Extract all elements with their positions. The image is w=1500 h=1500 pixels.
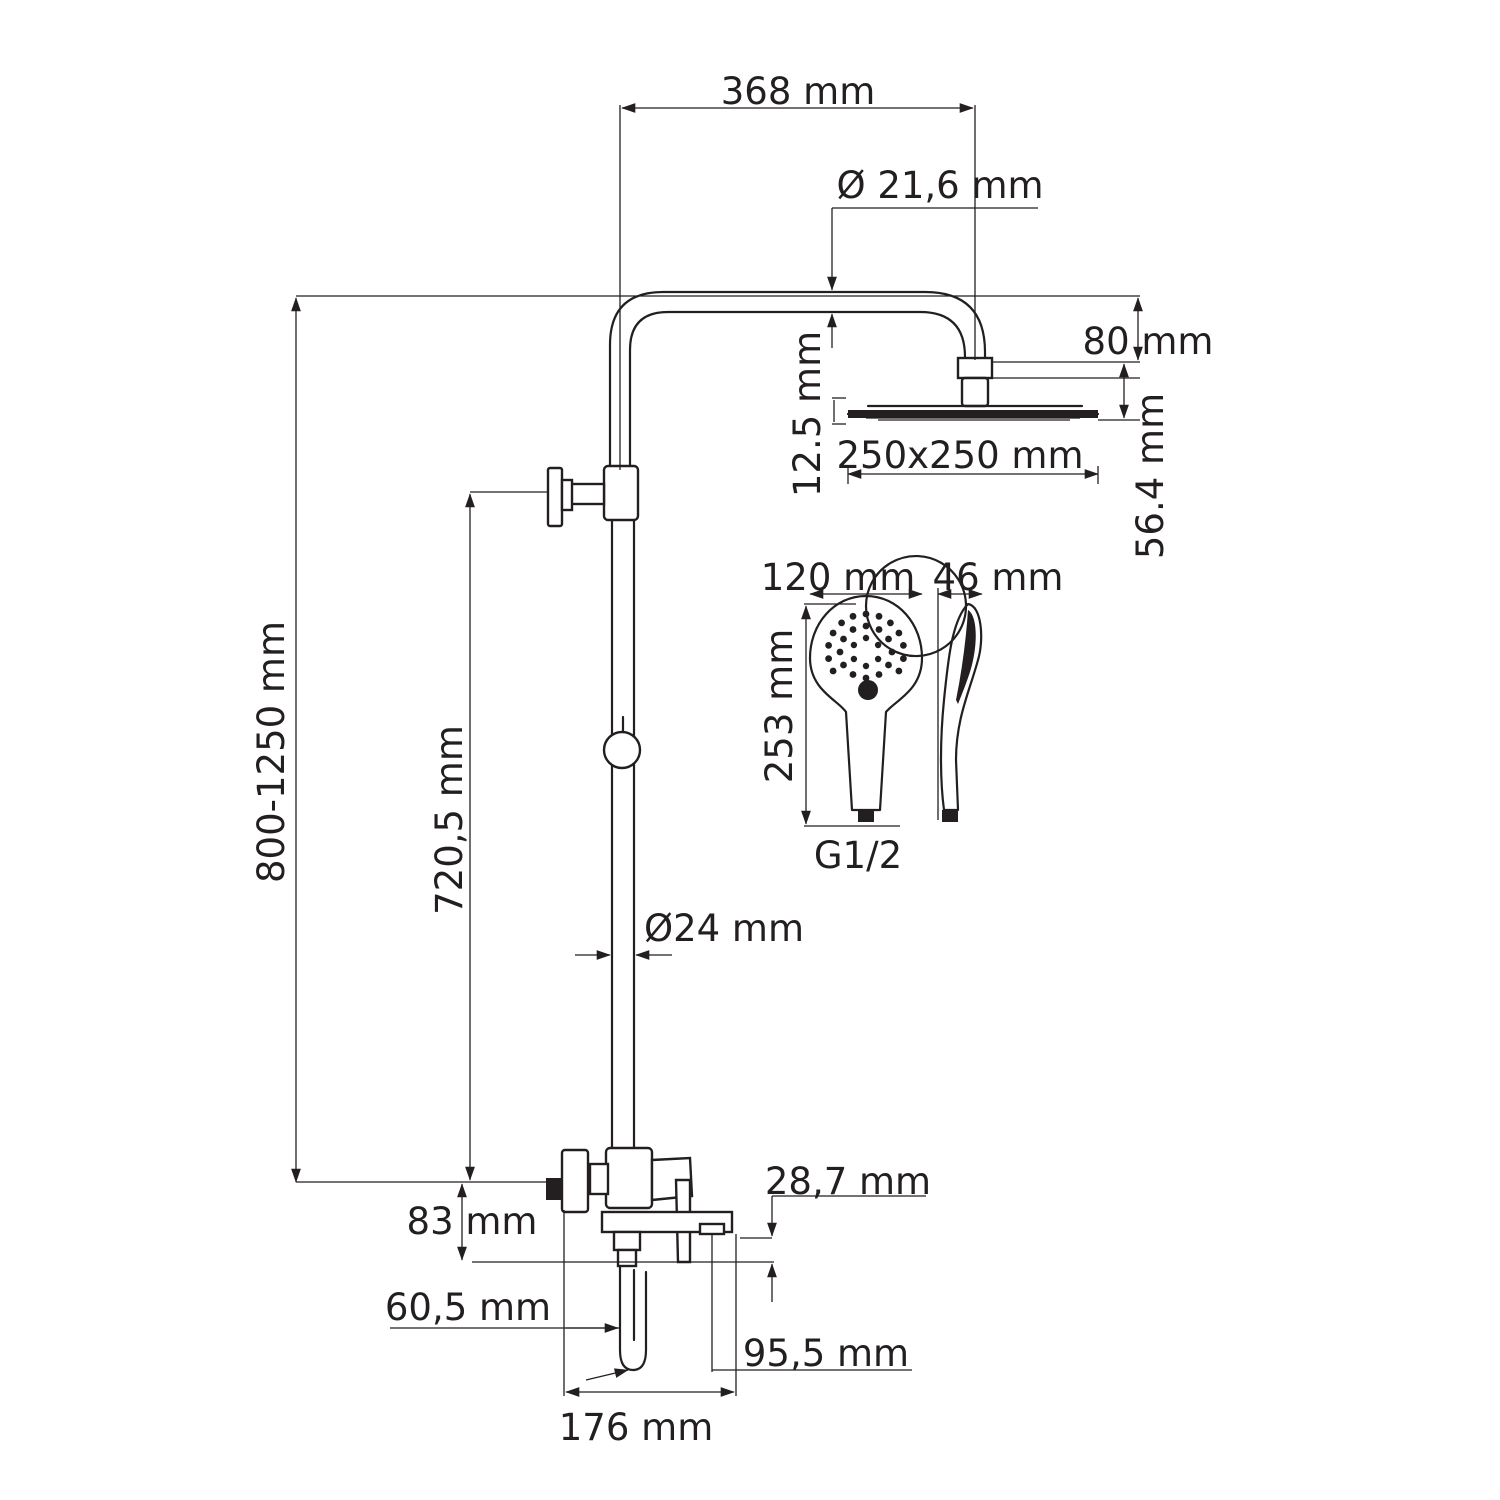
dim-head-connector: 80 mm (1083, 320, 1214, 363)
nozzle-dot (895, 667, 903, 675)
nozzle-dot (850, 655, 858, 663)
nozzle-dot (862, 662, 870, 670)
nozzle-dot (887, 619, 894, 627)
nozzle-dot (829, 629, 837, 637)
dim-head-size: 250x250 mm (837, 434, 1084, 477)
nozzle-dot (900, 655, 907, 662)
nozzle-dot (874, 641, 882, 649)
nozzle-dot (840, 661, 847, 669)
dimension-lines (291, 103, 1143, 1397)
dim-arm-diameter: Ø 21,6 mm (836, 164, 1043, 207)
nozzle-dot (840, 635, 847, 643)
rain-shower-head (846, 356, 1100, 421)
hand-shower-side (939, 602, 983, 822)
dim-column-diameter: Ø24 mm (644, 907, 804, 950)
nozzle-dot (862, 622, 870, 630)
hand-shower-front (808, 555, 968, 822)
nozzle-dot (850, 641, 858, 649)
thermostatic-mixer (546, 1146, 734, 1372)
hand-shower-nozzles (825, 610, 907, 682)
nozzle-dot (875, 671, 883, 678)
nozzle-dot (885, 635, 892, 643)
dim-hand-depth: 46 mm (933, 556, 1064, 599)
nozzle-dot (895, 629, 903, 637)
dim-hose-offset: 60,5 mm (385, 1286, 551, 1329)
dim-hand-width: 120 mm (761, 556, 915, 599)
shower-column (608, 290, 987, 1150)
dim-mixer-width: 176 mm (559, 1406, 713, 1449)
column-diverter (546, 464, 640, 528)
nozzle-dot (862, 610, 870, 618)
nozzle-dot (836, 648, 844, 656)
nozzle-dot (874, 655, 882, 663)
hand-shower-slider (602, 715, 642, 770)
nozzle-dot (849, 671, 857, 678)
nozzle-dot (838, 619, 845, 627)
nozzle-dot (900, 642, 907, 649)
dim-holder-height: 720,5 mm (428, 725, 471, 915)
dim-column-height: 800-1250 mm (250, 621, 293, 883)
nozzle-dot (885, 661, 892, 669)
dim-arm-length: 368 mm (721, 70, 875, 113)
nozzle-dot (849, 612, 857, 620)
nozzle-dot (875, 612, 883, 620)
dim-outlet-height: 83 mm (407, 1200, 538, 1243)
nozzle-dot (862, 634, 870, 642)
dim-head-total-height: 56.4 mm (1129, 393, 1172, 559)
nozzle-dot (875, 626, 883, 633)
dim-head-thickness: 12.5 mm (786, 331, 829, 497)
nozzle-dot (829, 667, 837, 675)
nozzle-dot (888, 648, 896, 656)
nozzle-dot (849, 626, 857, 633)
nozzle-dot (862, 674, 870, 682)
dim-spout-height: 28,7 mm (765, 1160, 931, 1203)
dim-hand-length: 253 mm (758, 629, 801, 783)
nozzle-dot (825, 655, 832, 662)
dim-spout-projection: 95,5 mm (743, 1332, 909, 1375)
nozzle-dot (825, 642, 832, 649)
dim-hand-thread: G1/2 (814, 834, 902, 877)
